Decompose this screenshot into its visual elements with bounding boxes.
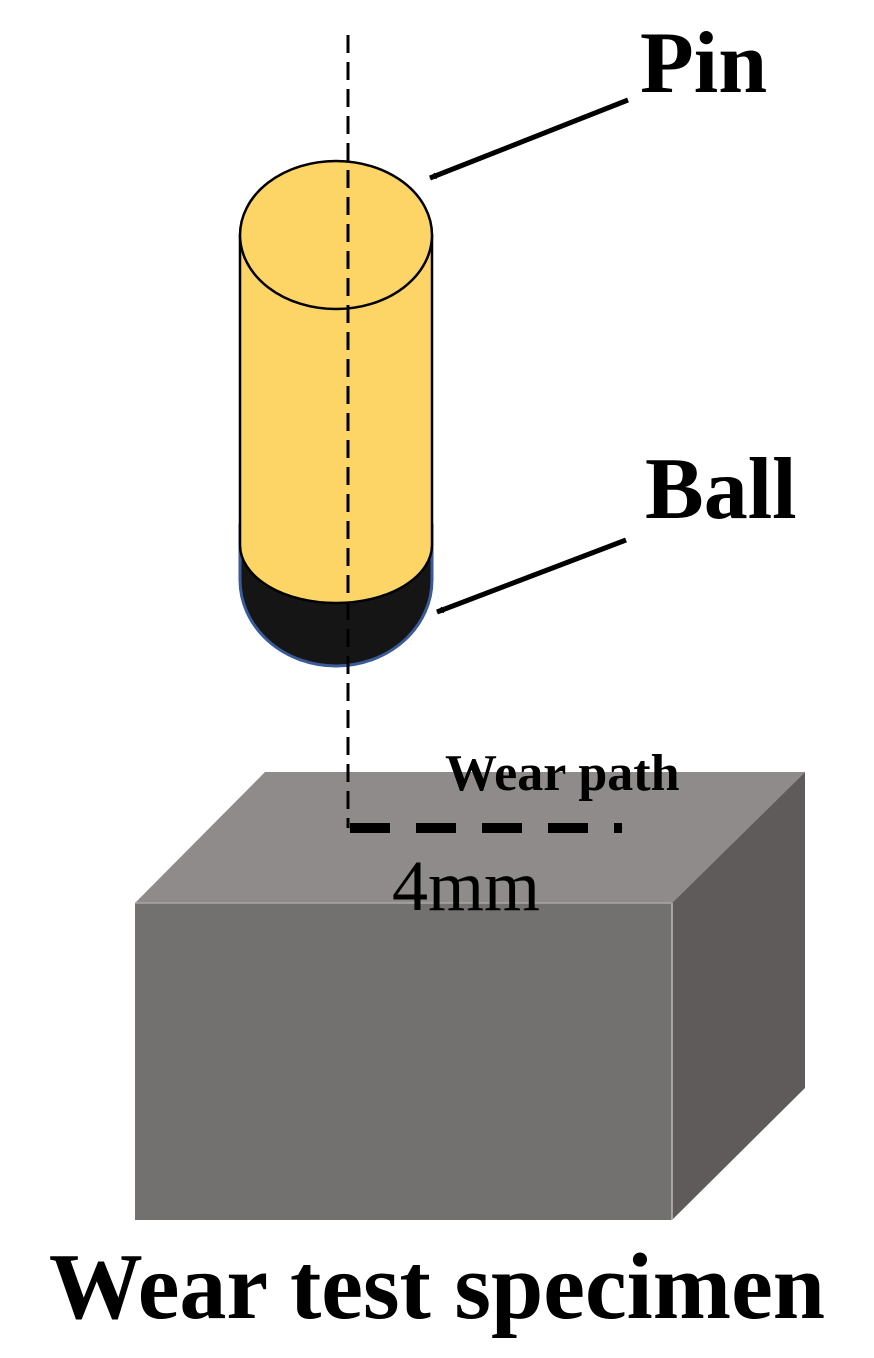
wear-path-label: Wear path bbox=[445, 745, 680, 802]
ball-pointer-arrow bbox=[436, 537, 627, 615]
pin-label: Pin bbox=[640, 15, 767, 112]
specimen-block bbox=[135, 772, 805, 1220]
specimen-block-top-face bbox=[135, 772, 805, 903]
distance-label: 4mm bbox=[392, 846, 540, 926]
specimen-block-front-face bbox=[135, 903, 672, 1220]
pin-body bbox=[238, 233, 434, 605]
pin-top-face bbox=[238, 159, 434, 311]
pin-cylinder bbox=[238, 159, 434, 605]
specimen-block-side-face bbox=[672, 772, 805, 1220]
specimen-label: Wear test specimen bbox=[49, 1235, 825, 1339]
pin-pointer-arrow bbox=[429, 97, 629, 181]
ball-label: Ball bbox=[645, 441, 797, 538]
